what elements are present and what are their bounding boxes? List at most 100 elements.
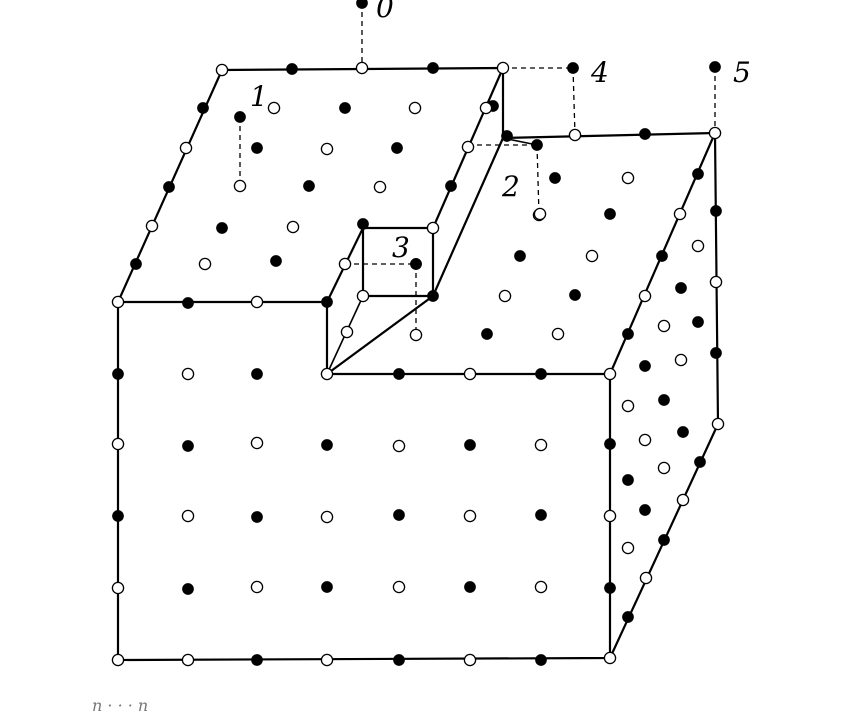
- open-atom: [145, 219, 159, 233]
- filled-atom: [357, 218, 369, 230]
- filled-atom: [710, 347, 722, 359]
- open-atom: [691, 239, 705, 253]
- open-atom: [496, 61, 510, 75]
- filled-atom: [251, 654, 263, 666]
- open-atom: [603, 509, 617, 523]
- filled-atom: [464, 581, 476, 593]
- upper-step-riser: [431, 137, 505, 297]
- filled-atom: [604, 582, 616, 594]
- filled-atom: [393, 368, 405, 380]
- label-site-2: 2: [501, 170, 520, 203]
- filled-atom: [531, 139, 543, 151]
- open-atom: [320, 653, 334, 667]
- label-site-1: 1: [250, 80, 268, 113]
- open-atom: [639, 571, 653, 585]
- filled-atom: [692, 168, 704, 180]
- atom-layer: [111, 0, 725, 667]
- open-atom: [568, 128, 582, 142]
- filled-atom: [321, 439, 333, 451]
- filled-atom: [303, 180, 315, 192]
- filled-atom: [639, 128, 651, 140]
- crystal-edges: [116, 66, 720, 662]
- open-atom: [111, 653, 125, 667]
- open-atom: [603, 651, 617, 665]
- filled-atom: [270, 255, 282, 267]
- site-labels: 0 1 2 3 4 5: [250, 0, 751, 264]
- open-atom: [250, 295, 264, 309]
- open-atom: [657, 319, 671, 333]
- filled-atom: [481, 328, 493, 340]
- filled-atom: [604, 208, 616, 220]
- open-atom: [534, 580, 548, 594]
- open-atom: [286, 220, 300, 234]
- filled-atom: [639, 504, 651, 516]
- open-atom: [534, 438, 548, 452]
- filled-atom: [535, 654, 547, 666]
- filled-atom: [535, 368, 547, 380]
- filled-atom: [182, 440, 194, 452]
- open-atom: [711, 417, 725, 431]
- filled-atom: [234, 111, 246, 123]
- open-atom: [355, 61, 369, 75]
- filled-atom: [339, 102, 351, 114]
- open-atom: [551, 327, 565, 341]
- open-atom: [250, 580, 264, 594]
- filled-atom: [216, 222, 228, 234]
- step-front-edge: [326, 295, 434, 375]
- filled-atom: [356, 0, 368, 9]
- filled-atom: [656, 250, 668, 262]
- open-atom: [603, 367, 617, 381]
- open-atom: [463, 653, 477, 667]
- open-atom: [638, 433, 652, 447]
- label-site-5: 5: [733, 56, 751, 89]
- filled-atom: [182, 297, 194, 309]
- dashed-guides: [239, 3, 716, 335]
- open-atom: [463, 367, 477, 381]
- filled-atom: [567, 62, 579, 74]
- open-atom: [250, 436, 264, 450]
- filled-atom: [658, 394, 670, 406]
- label-site-3: 3: [392, 231, 410, 264]
- filled-atom: [692, 316, 704, 328]
- filled-atom: [622, 328, 634, 340]
- open-atom: [426, 221, 440, 235]
- open-atom: [392, 580, 406, 594]
- open-atom: [320, 367, 334, 381]
- filled-atom: [251, 142, 263, 154]
- open-atom: [621, 541, 635, 555]
- open-atom: [409, 328, 423, 342]
- filled-atom: [622, 611, 634, 623]
- front-face-outline: [116, 300, 612, 662]
- filled-atom: [410, 258, 422, 270]
- open-atom: [673, 207, 687, 221]
- open-atom: [621, 399, 635, 413]
- label-site-0: 0: [376, 0, 394, 24]
- open-atom: [320, 510, 334, 524]
- filled-atom: [321, 581, 333, 593]
- open-atom: [479, 101, 493, 115]
- filled-atom: [675, 282, 687, 294]
- open-atom: [356, 289, 370, 303]
- filled-atom: [130, 258, 142, 270]
- open-atom: [111, 581, 125, 595]
- open-atom: [198, 257, 212, 271]
- filled-atom: [251, 368, 263, 380]
- filled-atom: [251, 511, 263, 523]
- open-atom: [461, 140, 475, 154]
- open-atom: [340, 325, 354, 339]
- open-atom: [408, 101, 422, 115]
- open-atom: [215, 63, 229, 77]
- filled-atom: [393, 509, 405, 521]
- open-atom: [181, 367, 195, 381]
- open-atom: [181, 509, 195, 523]
- filled-atom: [535, 509, 547, 521]
- filled-atom: [709, 61, 721, 73]
- filled-atom: [569, 289, 581, 301]
- open-atom: [463, 509, 477, 523]
- filled-atom: [321, 296, 333, 308]
- open-atom: [533, 207, 547, 221]
- open-atom: [179, 141, 193, 155]
- filled-atom: [677, 426, 689, 438]
- open-atom: [676, 493, 690, 507]
